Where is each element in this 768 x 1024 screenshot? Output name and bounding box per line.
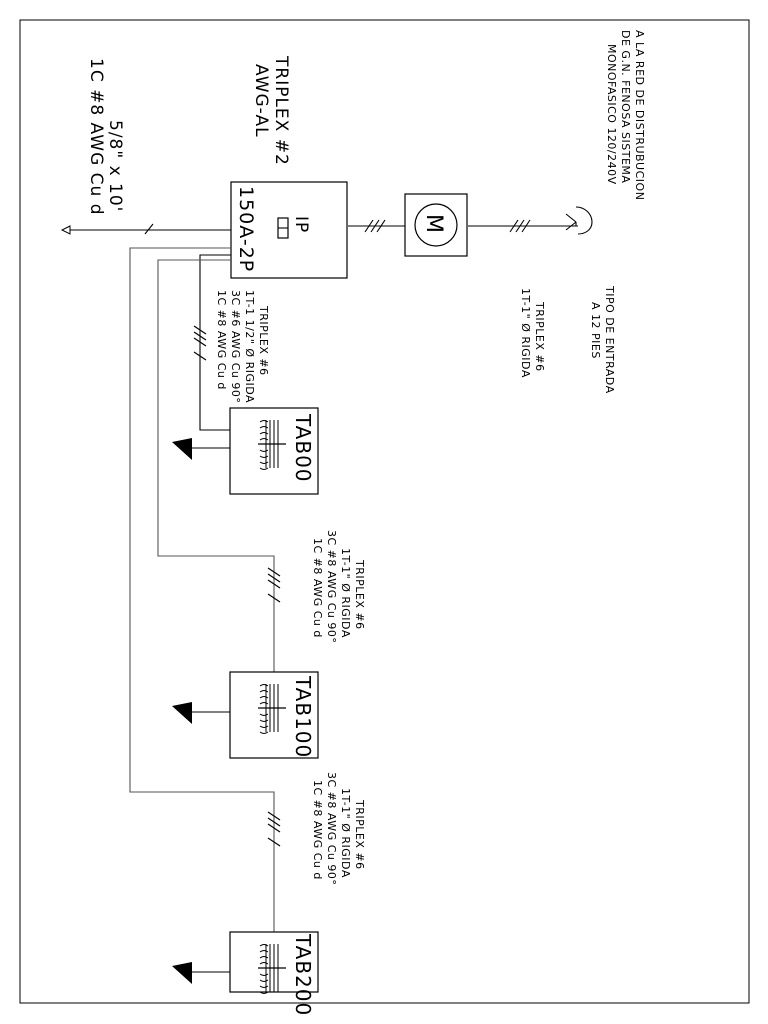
ground-rod-line2: 1C #8 AWG Cu d bbox=[86, 58, 106, 215]
feeder-tab00-line4: 1C #8 AWG Cu d bbox=[215, 290, 228, 390]
panel-bus-icon bbox=[258, 420, 286, 470]
feeder-note-tab00: TRIPLEX #6 1T-1 1/2" Ø RIGIDA 3C #6 AWG … bbox=[215, 290, 270, 403]
entry-cable-note: TRIPLEX #6 1T-1" Ø RIGIDA bbox=[519, 288, 546, 378]
panel-tab00: TAB00 bbox=[172, 407, 319, 495]
ground-rod-line1: 5/8" x 10' bbox=[105, 120, 125, 212]
ground-icon bbox=[172, 438, 230, 460]
feeder-tab00-line1: TRIPLEX #6 bbox=[257, 305, 270, 376]
ground-rod-note: 5/8" x 10' 1C #8 AWG Cu d bbox=[86, 58, 125, 215]
meter-symbol: M bbox=[421, 214, 446, 233]
panel-bus-icon bbox=[258, 944, 286, 994]
feeder-ticks-tab00 bbox=[193, 325, 207, 361]
main-feeder-line1: TRIPLEX #2 bbox=[271, 55, 291, 166]
feeder-tab200-line3: 3C #8 AWG Cu 90° bbox=[325, 772, 338, 885]
feeder-tab00-line3: 3C #6 AWG Cu 90° bbox=[229, 290, 242, 403]
panel-tab100: TAB100 bbox=[172, 671, 319, 759]
main-breaker: IP 150A-2P bbox=[230, 181, 348, 279]
feeder-wire-tab100 bbox=[157, 259, 275, 672]
ground-tick bbox=[144, 223, 154, 235]
feeder-tab100-line2: 1T-1" Ø RIGIDA bbox=[339, 548, 352, 638]
panel-tab00-name: TAB00 bbox=[291, 413, 315, 483]
ground-rod-arrow-icon bbox=[60, 225, 71, 235]
feeder-tab100-line1: TRIPLEX #6 bbox=[353, 559, 366, 630]
entry-cable-line2: 1T-1" Ø RIGIDA bbox=[519, 288, 532, 378]
feeder-tab100-line3: 3C #8 AWG Cu 90° bbox=[325, 530, 338, 643]
feeder-tab200-line4: 1C #8 AWG Cu d bbox=[311, 780, 324, 880]
entry-type-line1: TIPO DE ENTRADA bbox=[603, 285, 616, 394]
ground-icon bbox=[172, 962, 230, 984]
meter: M bbox=[404, 193, 468, 257]
panel-tab200-name: TAB200 bbox=[291, 933, 315, 1016]
panel-bus-icon bbox=[258, 684, 286, 734]
drawing-border bbox=[19, 19, 750, 1004]
main-breaker-label: IP bbox=[291, 216, 311, 233]
source-note: A LA RED DE DISTRUBUCION DE G.N. FENOSA … bbox=[605, 30, 646, 200]
feeder-tab200-line2: 1T-1" Ø RIGIDA bbox=[339, 788, 352, 878]
entry-cable-line1: TRIPLEX #6 bbox=[533, 301, 546, 372]
meter-wire-ticks bbox=[364, 219, 386, 233]
feeder-tab200-line1: TRIPLEX #6 bbox=[353, 799, 366, 870]
feeder-ticks-tab100 bbox=[267, 567, 281, 603]
feeder-note-tab200: TRIPLEX #6 1T-1" Ø RIGIDA 3C #8 AWG Cu 9… bbox=[311, 772, 366, 885]
feeder-note-tab100: TRIPLEX #6 1T-1" Ø RIGIDA 3C #8 AWG Cu 9… bbox=[311, 530, 366, 643]
main-breaker-rating: 150A-2P bbox=[235, 186, 257, 272]
source-note-line3: MONOFASICO 120/240V bbox=[605, 44, 618, 185]
service-entrance-symbol bbox=[565, 206, 593, 235]
ground-icon bbox=[172, 702, 230, 724]
feeder-tab00-line2: 1T-1 1/2" Ø RIGIDA bbox=[243, 290, 256, 403]
main-feeder-note: TRIPLEX #2 AWG-AL bbox=[251, 55, 291, 166]
panel-tab200: TAB200 bbox=[172, 931, 319, 1016]
feeder-ticks-tab200 bbox=[267, 811, 281, 847]
feeder-tab100-line4: 1C #8 AWG Cu d bbox=[311, 538, 324, 638]
feeder-wire-tab200 bbox=[129, 247, 275, 932]
entry-type-line2: A 12 PIES bbox=[589, 302, 602, 359]
source-note-line2: DE G.N. FENOSA SISTEMA bbox=[619, 30, 632, 183]
entry-type-note: TIPO DE ENTRADA A 12 PIES bbox=[589, 285, 616, 394]
main-feeder-line2: AWG-AL bbox=[251, 64, 271, 138]
panel-tab100-name: TAB100 bbox=[291, 675, 315, 758]
source-note-line1: A LA RED DE DISTRUBUCION bbox=[633, 30, 646, 200]
service-wire-ticks bbox=[509, 219, 531, 233]
